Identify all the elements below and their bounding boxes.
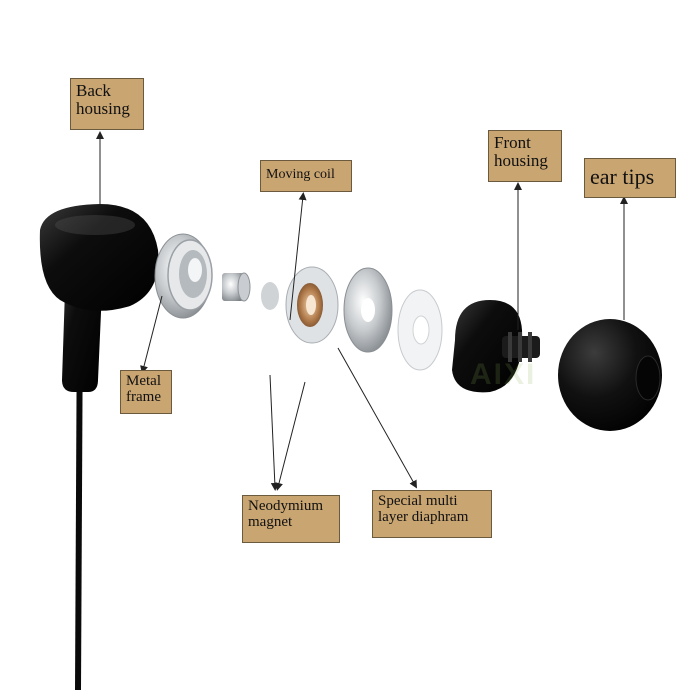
label-ear-tips: ear tips: [584, 158, 676, 198]
label-back-housing: Back housing: [70, 78, 144, 130]
ear-tip: [558, 319, 662, 431]
leader-diaphragm: [337, 347, 417, 489]
metal-frame: [154, 233, 213, 319]
watermark: AIXI: [470, 358, 537, 391]
leader-metal-frame: [140, 295, 163, 374]
leader-magnet-b: [275, 381, 306, 491]
back-housing: [39, 204, 159, 311]
label-front-housing: Front housing: [488, 130, 562, 182]
label-moving-coil: Moving coil: [260, 160, 352, 192]
leader-magnet-a: [269, 374, 279, 491]
moving-coil: [285, 266, 339, 344]
diaphragm-disc: [343, 267, 393, 353]
front-housing: [452, 300, 540, 393]
neodymium-magnet: [222, 272, 279, 310]
label-diaphragm: Special multi layer diaphram: [372, 490, 492, 538]
leader-moving-coil: [289, 192, 307, 321]
label-neodymium-magnet: Neodymium magnet: [242, 495, 340, 543]
label-metal-frame: Metal frame: [120, 370, 172, 414]
white-ring: [397, 289, 443, 371]
